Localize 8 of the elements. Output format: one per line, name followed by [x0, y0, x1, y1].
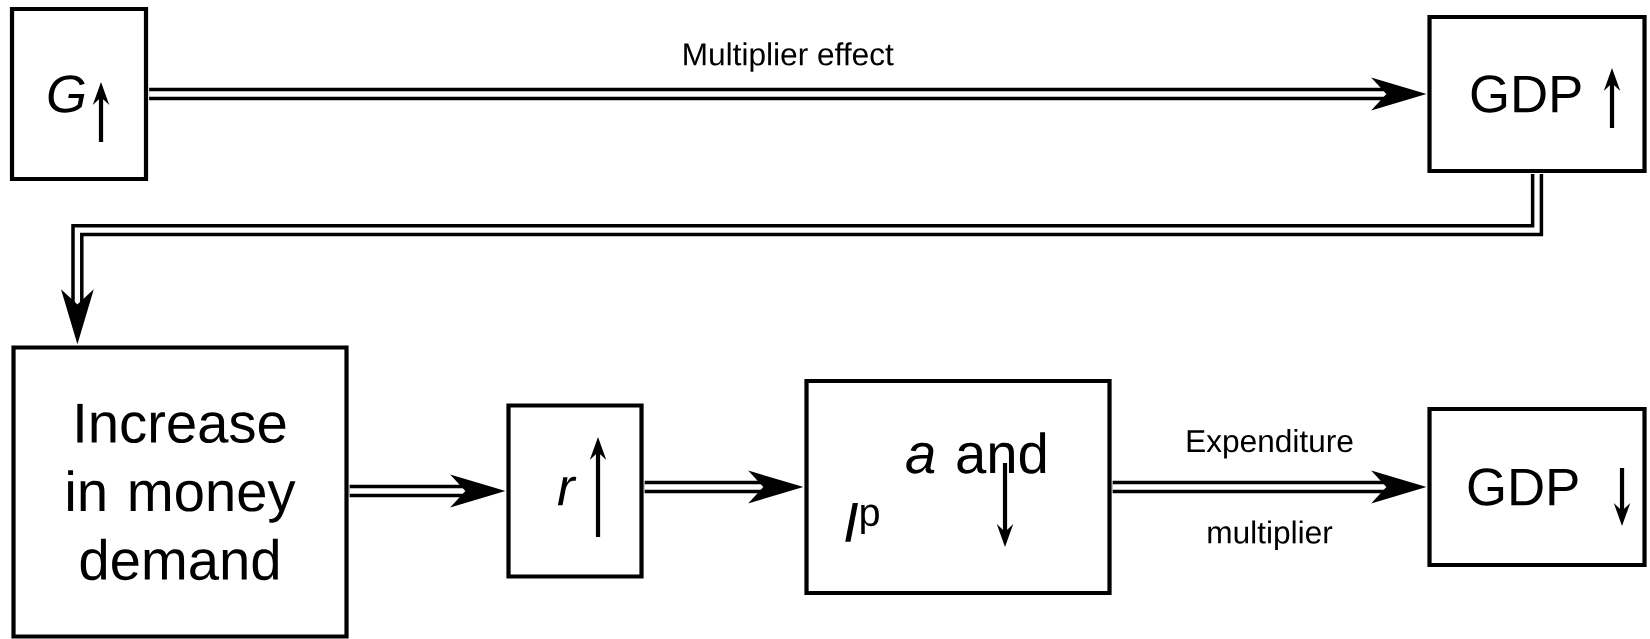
process-box: GDP	[1427, 14, 1647, 174]
process-box: GDP	[1427, 406, 1647, 568]
process-box: r	[506, 403, 644, 579]
edge-label: Multiplier effect	[684, 42, 894, 72]
process-box: a and I$^{p}$	[804, 378, 1112, 596]
process-box: Increase in money demand	[11, 345, 349, 639]
edge-label: Expenditure multiplier	[1187, 429, 1353, 550]
process-box: G	[9, 6, 149, 182]
